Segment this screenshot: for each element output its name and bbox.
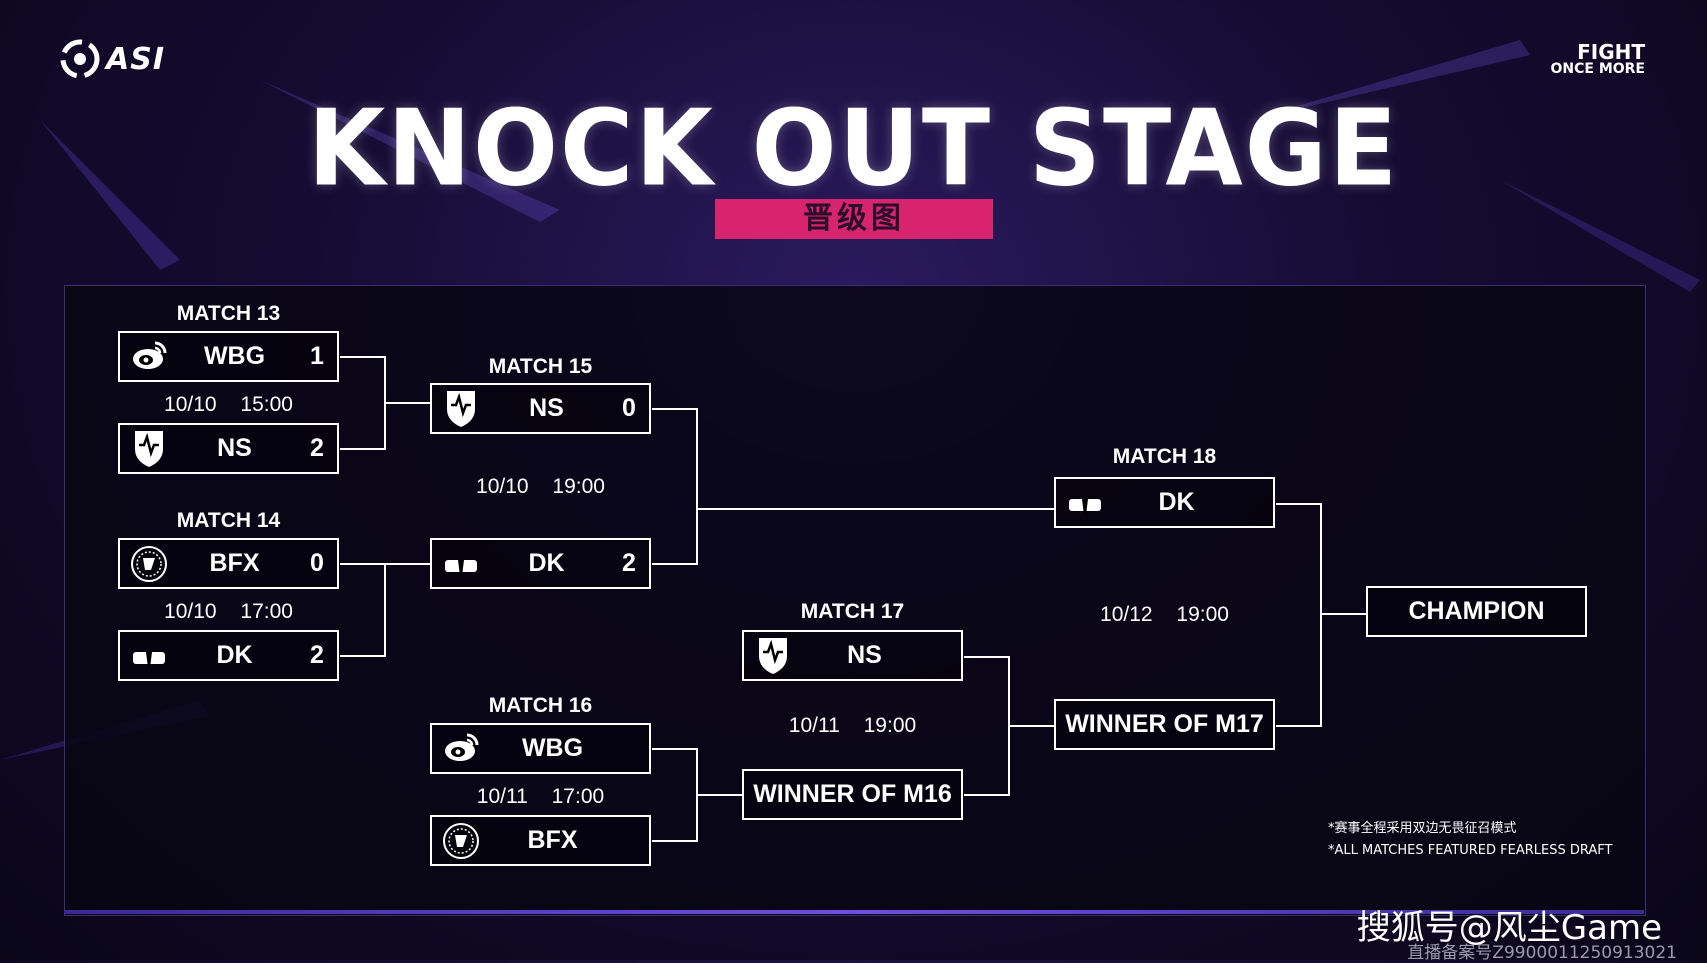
match15-label: MATCH 15: [488, 355, 593, 378]
match14-team-a-score: 0: [310, 549, 324, 577]
match15-team-a-name: NS: [529, 394, 564, 422]
match15-team-b-name: DK: [528, 549, 565, 577]
match17-team-a[interactable]: NS: [742, 630, 963, 681]
footnote-cn: *赛事全程采用双边无畏征召模式: [1328, 821, 1517, 836]
nongshim-icon: [432, 385, 490, 432]
match15-time: 10/10 19:00: [476, 475, 605, 498]
champion-box[interactable]: CHAMPION: [1366, 586, 1587, 637]
match16-team-a-name: WBG: [521, 734, 584, 762]
slogan-line1: FIGHT: [1577, 40, 1645, 64]
match13-team-a-score: 1: [310, 342, 324, 370]
match13-team-a-name: WBG: [203, 342, 266, 370]
match13-time: 10/10 15:00: [164, 393, 293, 416]
match16-label: MATCH 16: [488, 694, 593, 717]
weibo-gaming-icon: [432, 725, 490, 772]
match13-team-b[interactable]: NS 2: [118, 423, 339, 474]
asi-swirl-icon: [60, 39, 100, 79]
connector-m16: [652, 748, 698, 842]
dk-icon: [120, 632, 178, 679]
match15-team-b-score: 2: [622, 549, 636, 577]
connector-m14: [340, 563, 386, 657]
page-subtitle: 晋级图: [715, 199, 993, 239]
match15-team-a[interactable]: NS 0: [430, 383, 651, 434]
weibo-gaming-icon: [120, 333, 178, 380]
match17-time: 10/11 19:00: [788, 714, 917, 737]
connector-m15: [652, 408, 698, 565]
match16-team-b[interactable]: BFX: [430, 815, 651, 866]
panel-bottom-glow: [64, 910, 1644, 914]
watermark-brand: 搜狐号@风尘Game: [1356, 908, 1662, 948]
nongshim-icon: [744, 632, 802, 679]
match16-time: 10/11 17:00: [476, 785, 605, 808]
slogan: FIGHT ONCE MORE: [1550, 40, 1645, 78]
bfx-icon: [432, 817, 490, 864]
match15-team-b[interactable]: DK 2: [430, 538, 651, 589]
slogan-line2: ONCE MORE: [1550, 61, 1645, 77]
dk-icon: [432, 540, 490, 587]
match13-label: MATCH 13: [176, 302, 281, 325]
page-title: KNOCK OUT STAGE: [307, 87, 1400, 210]
match14-time: 10/10 17:00: [164, 600, 293, 623]
asi-logo-text: ASI: [106, 41, 165, 77]
connector-m18: [1276, 503, 1322, 727]
match15-team-a-score: 0: [622, 394, 636, 422]
match13-team-b-score: 2: [310, 434, 324, 462]
match18-team-a[interactable]: DK: [1054, 477, 1275, 528]
dk-icon: [1056, 479, 1114, 526]
footnotes: *赛事全程采用双边无畏征召模式 *ALL MATCHES FEATURED FE…: [1328, 818, 1612, 862]
match16-team-b-name: BFX: [527, 826, 578, 854]
match18-team-a-name: DK: [1158, 488, 1195, 516]
bracket-panel: [64, 285, 1646, 916]
match18-team-b-name: WINNER OF M17: [1065, 710, 1264, 738]
watermark-record: 直播备案号Z9900011250913021: [1407, 943, 1677, 963]
match16-team-a[interactable]: WBG: [430, 723, 651, 774]
match17-team-b[interactable]: WINNER OF M16: [742, 769, 963, 820]
match17-team-a-name: NS: [847, 641, 882, 669]
match13-team-a[interactable]: WBG 1: [118, 331, 339, 382]
nongshim-icon: [120, 425, 178, 472]
match14-team-a[interactable]: BFX 0: [118, 538, 339, 589]
bfx-icon: [120, 540, 178, 587]
match17-team-b-name: WINNER OF M16: [753, 780, 952, 808]
match18-label: MATCH 18: [1112, 445, 1217, 468]
match14-team-a-name: BFX: [209, 549, 260, 577]
match18-team-b[interactable]: WINNER OF M17: [1054, 699, 1275, 750]
match17-label: MATCH 17: [800, 600, 905, 623]
match14-label: MATCH 14: [176, 509, 281, 532]
match14-team-b-score: 2: [310, 641, 324, 669]
footnote-en: *ALL MATCHES FEATURED FEARLESS DRAFT: [1328, 843, 1613, 858]
asi-logo: ASI: [60, 38, 165, 80]
connector-m13: [340, 356, 386, 450]
match13-team-b-name: NS: [217, 434, 252, 462]
match14-team-b-name: DK: [216, 641, 253, 669]
match14-team-b[interactable]: DK 2: [118, 630, 339, 681]
connector-m17: [964, 656, 1010, 796]
champion-label: CHAMPION: [1408, 597, 1545, 625]
match18-time: 10/12 19:00: [1100, 603, 1229, 626]
